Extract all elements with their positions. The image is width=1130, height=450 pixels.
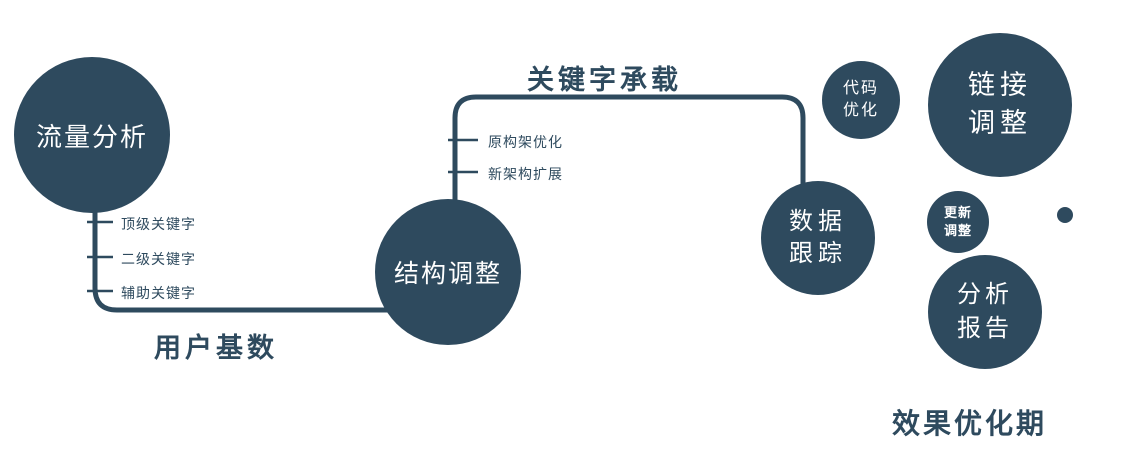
- node-link-adjustment-line2: 调整: [968, 108, 1032, 138]
- footer-phase-label: 效果优化期: [892, 408, 1048, 439]
- edge-label-user-base: 用户基数: [154, 333, 278, 363]
- node-code-optimization: 代码 优化: [822, 61, 900, 139]
- node-structure-adjustment: 结构调整: [375, 199, 521, 345]
- node-traffic-analysis: 流量分析: [14, 57, 170, 213]
- node-update-adjustment-line1: 更新: [943, 205, 972, 221]
- tick-label-arch-optimize: 原构架优化: [488, 134, 563, 150]
- node-structure-adjustment-label: 结构调整: [393, 260, 502, 288]
- node-code-optimization-line2: 优化: [842, 102, 879, 119]
- tick-label-second-keyword: 二级关键字: [121, 251, 196, 267]
- edge-label-keyword-carry: 关键字承载: [527, 65, 682, 95]
- node-code-optimization-line1: 代码: [842, 79, 879, 97]
- node-analysis-report-line1: 分析: [957, 281, 1013, 309]
- node-update-adjustment: 更新 调整: [927, 191, 989, 253]
- tick-label-arch-expand: 新架构扩展: [488, 166, 563, 182]
- edge-structure-to-tracking: [452, 94, 806, 212]
- node-link-adjustment-line1: 链接: [968, 70, 1032, 101]
- node-analysis-report-line2: 报告: [957, 315, 1013, 342]
- node-analysis-report: 分析 报告: [928, 255, 1042, 369]
- node-data-tracking-line1: 数据: [789, 207, 847, 235]
- node-update-adjustment-line2: 调整: [943, 223, 972, 238]
- node-traffic-analysis-label: 流量分析: [35, 121, 148, 152]
- node-data-tracking: 数据 跟踪: [761, 181, 875, 295]
- node-small-dot: [1057, 207, 1073, 223]
- tick-label-aux-keyword: 辅助关键字: [121, 285, 196, 301]
- node-link-adjustment: 链接 调整: [928, 33, 1072, 177]
- edge-traffic-to-structure: [92, 200, 430, 313]
- node-data-tracking-line2: 跟踪: [789, 240, 847, 267]
- tick-label-top-keyword: 顶级关键字: [121, 216, 196, 232]
